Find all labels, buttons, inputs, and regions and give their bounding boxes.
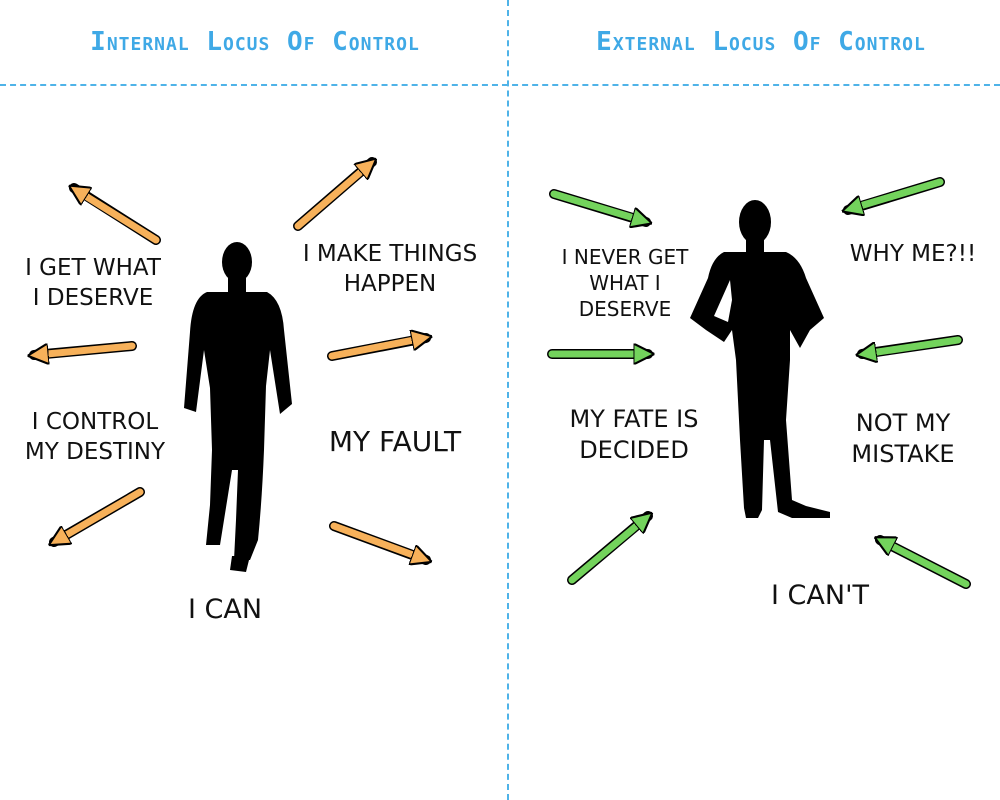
arrow-in-upper-left-fill bbox=[550, 190, 644, 221]
label-not-my-mistake: NOT MY MISTAKE bbox=[851, 409, 955, 469]
walking-man-silhouette bbox=[184, 242, 292, 572]
external-locus-heading: External Locus Of Control bbox=[596, 27, 926, 57]
arrow-in-upper-right-fill bbox=[850, 178, 944, 209]
hands-on-hips-man-silhouette bbox=[690, 200, 830, 518]
green-arrows bbox=[547, 177, 971, 589]
label-i-control-my-destiny: I CONTROL MY DESTINY bbox=[24, 409, 166, 465]
vertical-divider bbox=[507, 0, 509, 800]
label-i-make-things-happen: I MAKE THINGS HAPPEN bbox=[302, 241, 478, 297]
arrow-left-fill bbox=[36, 342, 136, 355]
arrow-in-lower-left-fill bbox=[568, 518, 646, 584]
arrow-in-lower-right-fill bbox=[882, 541, 970, 588]
label-i-never-get-what-i-deserve: I NEVER GET WHAT I DESERVE bbox=[561, 245, 689, 321]
orange-arrows bbox=[34, 162, 426, 560]
label-my-fate-is-decided: MY FATE IS DECIDED bbox=[569, 405, 699, 465]
arrow-in-right-fill bbox=[864, 336, 962, 354]
label-i-get-what-i-deserve: I GET WHAT I DESERVE bbox=[25, 255, 161, 311]
arrow-up-left-fill bbox=[76, 190, 160, 244]
label-i-can: I CAN bbox=[187, 594, 263, 625]
label-my-fault: MY FAULT bbox=[328, 425, 462, 458]
internal-locus-heading: Internal Locus Of Control bbox=[90, 27, 420, 57]
arrow-down-left-fill bbox=[56, 488, 144, 541]
arrow-down-right-fill bbox=[330, 522, 424, 559]
horizontal-divider bbox=[0, 84, 1000, 86]
label-i-cant: I CAN'T bbox=[771, 580, 869, 611]
arrow-up-right-fill bbox=[294, 164, 370, 230]
arrow-right-fill bbox=[328, 338, 424, 360]
label-why-me: WHY ME?!! bbox=[849, 241, 977, 267]
